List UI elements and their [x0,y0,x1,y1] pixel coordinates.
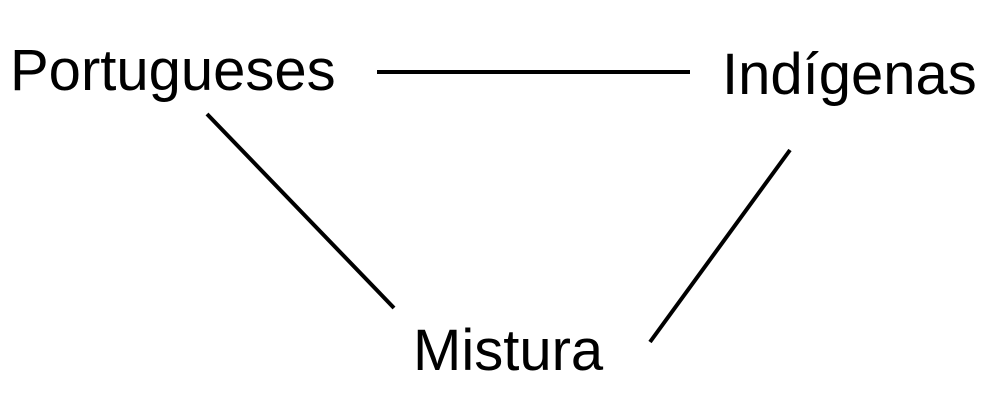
node-mistura: Mistura [413,318,604,383]
node-indigenas: Indígenas [722,42,977,107]
node-portugueses: Portugueses [10,38,336,103]
edge-indigenas-mistura [648,148,792,344]
edge-portugueses-mistura [205,112,396,310]
